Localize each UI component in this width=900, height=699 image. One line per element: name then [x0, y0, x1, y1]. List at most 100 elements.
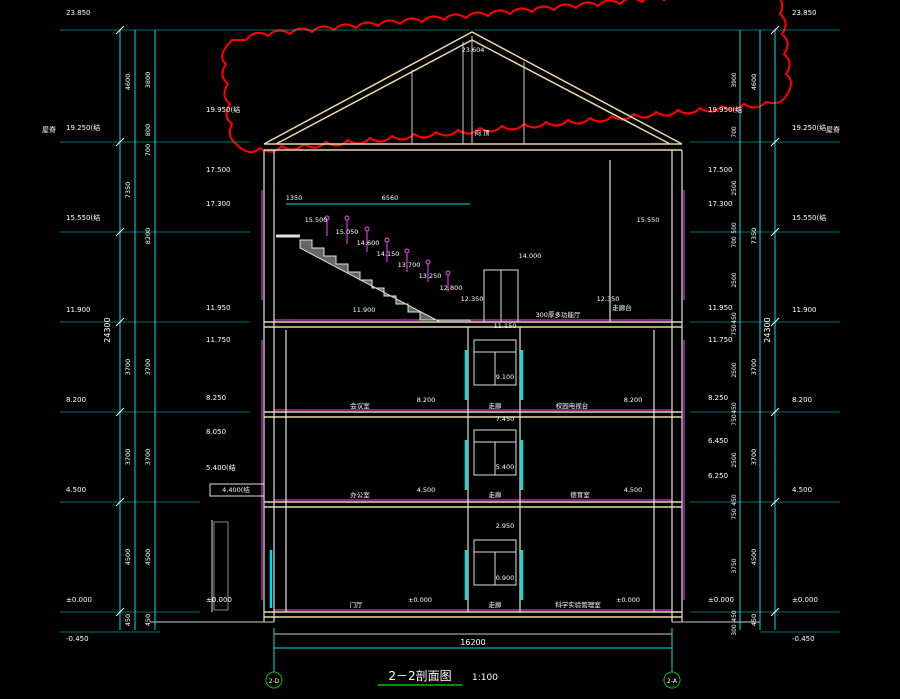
total-height-right: 24300 — [763, 317, 772, 342]
drawing-scale: 1:100 — [472, 673, 498, 683]
dimension-label: 3700 — [750, 359, 758, 376]
elevation-label: 19.250(结 — [66, 123, 100, 132]
interior-label: 23.604 — [462, 46, 485, 54]
elevation-label: 6.450 — [708, 437, 728, 445]
interior-label: 走廊 — [489, 490, 503, 499]
axis-label-left: 2-D — [269, 678, 280, 685]
left-dimension-labels: 4600735037003700450045038008007008200370… — [124, 72, 152, 626]
dimension-label: 3700 — [750, 449, 758, 466]
interior-label: 300厚多功能厅 — [536, 310, 581, 319]
dimension-label: 700 — [731, 126, 738, 138]
right-inner-elevation-labels: 19.950(结 17.500 17.300 11.950 11.750 8.250 6.4… — [708, 105, 742, 604]
dimension-label: 750 — [731, 414, 738, 426]
elevation-label: 11.900 — [66, 306, 91, 314]
dimension-label: 4500 — [750, 549, 758, 566]
elevation-label: 8.050 — [206, 428, 226, 436]
dimension-label: 7350 — [750, 228, 758, 245]
interior-label: 4.500 — [417, 486, 436, 494]
elevation-label: 4.500 — [792, 486, 812, 494]
elevation-label: 11.900 — [792, 306, 817, 314]
floor-slabs — [264, 321, 682, 618]
elevation-label: 4.500 — [66, 486, 86, 494]
dimension-label: 450 — [731, 610, 738, 622]
dimension-label: 3800 — [144, 72, 152, 89]
elevation-label: 8.200 — [792, 396, 812, 404]
dimension-label: 3700 — [144, 359, 152, 376]
elevation-label: 8.250 — [206, 394, 226, 402]
dimension-label: 4600 — [750, 74, 758, 91]
dimension-label: 4500 — [144, 549, 152, 566]
axis-label-right: 2-A — [667, 678, 678, 685]
interior-label: 门厅 — [350, 600, 364, 609]
elevation-label: 15.550(结 — [792, 213, 826, 222]
interior-label: 4.500 — [624, 486, 643, 494]
dimension-label: 700 — [731, 236, 738, 248]
elevation-label: 19.950(结 — [708, 105, 742, 114]
dimension-label: 450 — [731, 494, 738, 506]
elevation-label: 17.300 — [708, 200, 733, 208]
dimension-label: 4500 — [124, 549, 132, 566]
interior-label: 11.900 — [353, 306, 376, 314]
windows — [473, 269, 519, 586]
elevation-label: 23.850 — [66, 9, 91, 17]
axis-marker-right: 2-A — [663, 664, 681, 689]
wall-magenta — [261, 190, 685, 600]
interior-label: 7.450 — [496, 415, 515, 423]
interior-label: 会议室 — [350, 401, 370, 410]
interior-label: 6560 — [382, 194, 399, 202]
elevation-label: ±0.000 — [708, 596, 734, 604]
dimension-label: 3700 — [124, 449, 132, 466]
dimension-label: 450 — [750, 614, 758, 626]
dimension-label: 3700 — [144, 449, 152, 466]
interior-label: 14.000 — [519, 252, 542, 260]
interior-label: 14.600 — [357, 239, 380, 247]
dimension-label: 750 — [731, 508, 738, 520]
interior-label: 2.950 — [496, 522, 515, 530]
elevation-label: 17.500 — [206, 166, 231, 174]
dimension-label: 2500 — [731, 452, 738, 467]
dimension-label: 2500 — [731, 362, 738, 377]
ticks — [115, 25, 780, 617]
interior-label: 闷 顶 — [474, 128, 490, 137]
interior-label: 走廊 — [489, 401, 503, 410]
interior-label: 办公室 — [350, 490, 370, 499]
interior-label: 4.400(结 — [222, 485, 250, 494]
elevation-label: 8.200 — [66, 396, 86, 404]
interior-label: 8.200 — [624, 396, 643, 404]
elevation-label: 23.850 — [792, 9, 817, 17]
glass-cyan — [269, 350, 524, 608]
dimension-label: 3700 — [124, 359, 132, 376]
dimension-label: 2500 — [731, 180, 738, 195]
interior-label: 0.900 — [496, 574, 515, 582]
elevation-label: 11.950 — [708, 304, 733, 312]
dimension-label: 3900 — [731, 72, 738, 87]
interior-label: 5.400 — [496, 463, 515, 471]
dimension-label: 3750 — [731, 558, 738, 573]
elevation-label: 15.550(结 — [66, 213, 100, 222]
right-dimension-labels: 4600735037003700450045039007002500500700… — [731, 72, 758, 636]
elevation-label: 19.250(结 — [792, 123, 826, 132]
roof-label-left: 屋脊 — [42, 125, 56, 134]
left-inner-elevation-labels: 19.950(结17.50017.30011.95011.7508.2508.0… — [206, 105, 240, 604]
interior-label: 15.550 — [637, 216, 660, 224]
elevation-label: 17.500 — [708, 166, 733, 174]
interior-label: 15.500 — [305, 216, 328, 224]
elevation-label: 11.750 — [708, 336, 733, 344]
elevation-label: ±0.000 — [792, 596, 818, 604]
dimension-label: 450 — [731, 402, 738, 414]
elevation-label: 8.250 — [708, 394, 728, 402]
interior-label: 德育室 — [570, 490, 590, 499]
dimension-label: 7350 — [124, 182, 132, 199]
elevation-label: -0.450 — [66, 635, 89, 643]
elevation-label: 6.250 — [708, 472, 728, 480]
axis-marker-left: 2-D — [265, 664, 283, 689]
dimension-label: 4600 — [124, 74, 132, 91]
elevation-label: -0.450 — [792, 635, 815, 643]
stair — [276, 234, 471, 323]
elevation-label: ±0.000 — [206, 596, 232, 604]
interior-label: 走廊台 — [612, 303, 632, 312]
dimension-label: 2500 — [731, 272, 738, 287]
stair-posts — [324, 215, 451, 292]
interior-label: 13.700 — [398, 261, 421, 269]
